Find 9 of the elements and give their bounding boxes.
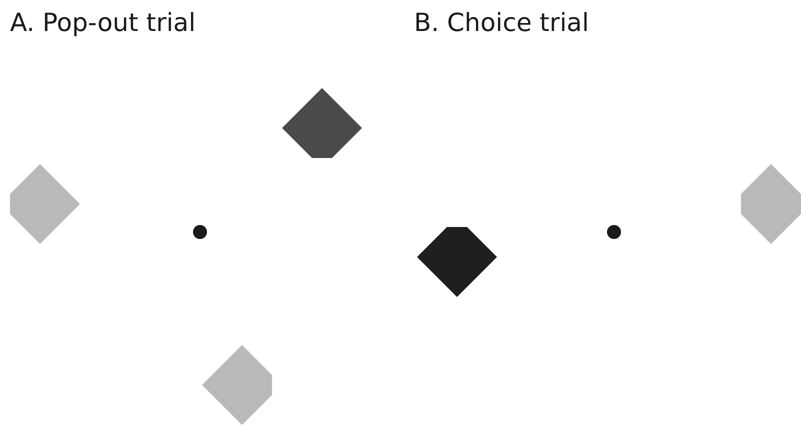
panel-heading: A. Pop-out trial: [10, 10, 196, 35]
fixation-dot: [193, 225, 207, 239]
panel-heading: B. Choice trial: [414, 10, 589, 35]
truncated-diamond: [10, 164, 80, 244]
truncated-diamond: [202, 345, 272, 425]
truncated-diamond: [741, 164, 801, 244]
fixation-dot: [607, 225, 621, 239]
truncated-diamond: [282, 88, 362, 158]
truncated-diamond: [417, 227, 497, 297]
